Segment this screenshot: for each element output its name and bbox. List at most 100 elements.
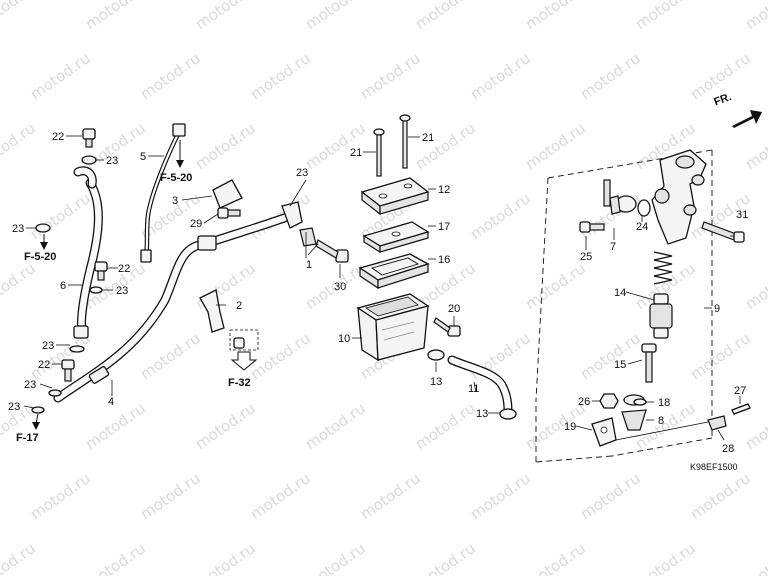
ref-arrow-f17 [32,413,40,430]
bolt-31 [701,221,745,243]
reservoir-hose-11 [447,355,513,417]
oring-24 [637,199,651,217]
part-label-8: 8 [658,415,664,427]
ref-f17: F-17 [16,432,39,444]
bolt-30 [315,239,349,263]
watermark-text: motod.ru [82,399,149,453]
part-label-22c: 22 [38,359,50,371]
pushrod-15 [641,343,657,383]
part-label-23g: 23 [296,167,308,179]
watermark-text: motod.ru [742,539,768,576]
watermark-text: motod.ru [0,0,39,33]
bolt-22-top [82,128,96,148]
pin-27 [731,403,751,415]
watermark-text: motod.ru [467,49,534,103]
part-label-18: 18 [658,397,670,409]
part-label-24: 24 [636,221,648,233]
watermark-text: motod.ru [687,469,754,523]
watermark-text: motod.ru [522,0,589,33]
watermark-text: motod.ru [27,469,94,523]
diaphragm-16 [358,253,430,290]
part-label-26: 26 [578,396,590,408]
washer-23-top [81,155,97,165]
part-label-25: 25 [580,251,592,263]
watermark-text: motod.ru [247,469,314,523]
screw-25 [579,221,605,233]
part-label-29: 29 [190,218,202,230]
main-brake-hose [53,211,295,403]
watermark-text: motod.ru [577,469,644,523]
watermark-text: motod.ru [687,329,754,383]
clamp-2 [199,289,225,333]
bracket-3 [212,179,243,209]
watermark-text: motod.ru [522,539,589,576]
part-label-21b: 21 [422,132,434,144]
part-label-3: 3 [172,195,178,207]
part-label-6: 6 [60,280,66,292]
clip-13-top [427,349,445,361]
washer-23-mid [89,286,103,294]
watermark-text: motod.ru [412,0,479,33]
cotter-28 [707,415,727,431]
watermark-text: motod.ru [412,119,479,173]
part-label-21a: 21 [350,147,362,159]
bolt-20 [433,317,461,337]
part-label-16: 16 [438,254,450,266]
washer-23-bottom [48,389,62,397]
part-label-27: 27 [734,385,746,397]
watermark-text: motod.ru [522,119,589,173]
watermark-text: motod.ru [467,469,534,523]
part-label-10: 10 [338,333,350,345]
part-label-23d: 23 [42,340,54,352]
part-label-23a: 23 [106,155,118,167]
part-label-23e: 23 [24,379,36,391]
ref-arrow-f520-left [40,234,48,250]
watermark-text: motod.ru [357,49,424,103]
watermark-text: motod.ru [0,119,39,173]
screw-21-left [373,128,385,177]
part-label-23c: 23 [116,285,128,297]
part-label-19: 19 [564,421,576,433]
bolt-22-low [61,359,75,382]
ref-f520-top: F-5-20 [160,172,192,184]
watermark-text: motod.ru [82,0,149,33]
watermark-text: motod.ru [137,329,204,383]
part-label-12: 12 [438,184,450,196]
watermark-text: motod.ru [137,49,204,103]
watermark-text: motod.ru [742,119,768,173]
watermark-text: motod.ru [27,49,94,103]
watermark-text: motod.ru [742,259,768,313]
reservoir-10 [356,293,430,362]
part-label-31: 31 [736,209,748,221]
watermark-text: motod.ru [412,399,479,453]
part-label-22b: 22 [118,263,130,275]
watermark-text: motod.ru [192,0,259,33]
ref-arrow-f520-top [176,140,184,168]
front-direction-arrow-icon [732,110,762,128]
washer-23-left [35,223,51,233]
spring [653,251,673,285]
leader-lines [23,135,741,441]
part-label-5: 5 [140,151,146,163]
bolt-29 [217,207,241,219]
part-label-13b: 13 [476,408,488,420]
watermark-text: motod.ru [0,539,39,576]
watermark-text: motod.ru [412,539,479,576]
watermark-text: motod.ru [357,469,424,523]
ref-f520-left: F-5-20 [24,251,56,263]
left-hose-6 [73,166,103,339]
watermark-text: motod.ru [467,329,534,383]
diagram-code: K98EF1500 [690,462,738,472]
watermark-text: motod.ru [632,539,699,576]
part-label-20: 20 [448,303,460,315]
watermark-text: motod.ru [577,329,644,383]
assembly-outline [535,149,713,463]
washer-23-low [69,345,85,353]
part-label-15: 15 [614,359,626,371]
part-label-23b: 23 [12,223,24,235]
part-label-11: 11 [468,383,479,395]
watermark-text: motod.ru [302,0,369,33]
watermark-text: motod.ru [192,399,259,453]
direction-label: FR. [712,91,733,108]
